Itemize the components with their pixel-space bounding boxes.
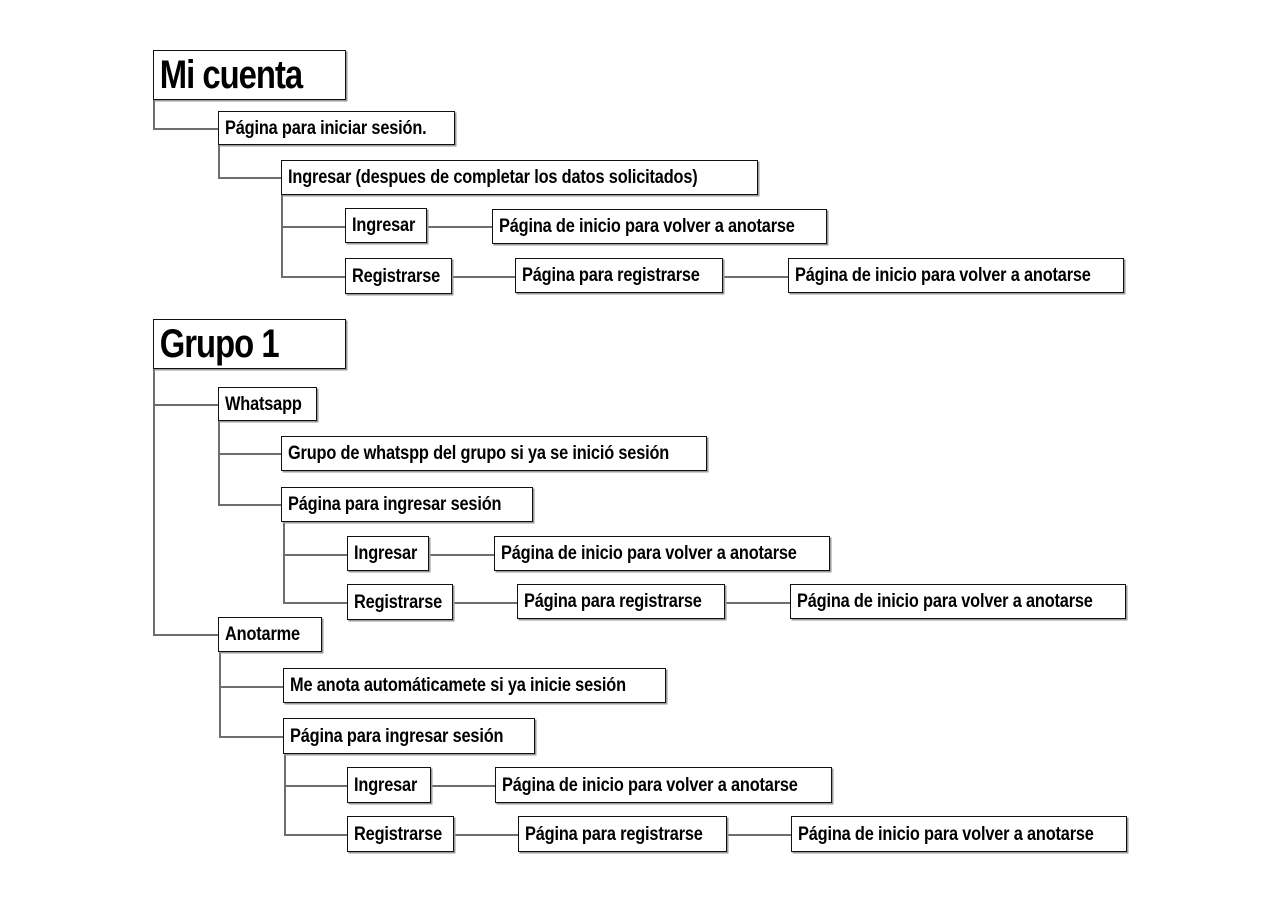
- connector-n1-to-n2: [153, 100, 155, 128]
- connector-n2-to-n3: [218, 177, 281, 179]
- connector-n20-to-n21: [284, 785, 347, 787]
- flow-node-box[interactable]: Página para registrarse: [517, 584, 725, 619]
- connector-n4-to-n5: [427, 226, 492, 228]
- flow-node-label: Página de inicio para volver a anotarse: [499, 216, 795, 237]
- flow-node-box[interactable]: Página de inicio para volver a anotarse: [791, 816, 1127, 852]
- connector-n3-to-n4: [281, 226, 345, 228]
- flow-node-label: Ingresar: [354, 543, 418, 564]
- connector-n18-to-n20: [219, 736, 283, 738]
- flow-node-box[interactable]: Ingresar: [347, 536, 429, 571]
- flow-node-label: Anotarme: [225, 624, 300, 645]
- connector-n1-to-n2: [153, 128, 218, 130]
- flow-node-label: Whatsapp: [225, 393, 302, 415]
- connector-n12-to-n15: [283, 522, 285, 602]
- flow-node-label: Página para ingresar sesión: [290, 725, 504, 747]
- connector-n10-to-n12: [218, 504, 281, 506]
- connector-n6-to-n7: [452, 276, 515, 278]
- connector-n23-to-n24: [454, 834, 518, 836]
- section-title-box[interactable]: Mi cuenta: [153, 50, 346, 100]
- connector-n7-to-n8: [723, 276, 788, 278]
- flow-node-label: Página de inicio para volver a anotarse: [501, 543, 797, 564]
- flow-node-label: Página para registrarse: [522, 265, 700, 286]
- flow-node-box[interactable]: Registrarse: [345, 258, 452, 294]
- flow-node-label: Registrarse: [352, 265, 441, 287]
- connector-n9-to-n18: [153, 634, 218, 636]
- connector-n15-to-n16: [453, 602, 517, 604]
- flow-node-label: Página de inicio para volver a anotarse: [798, 823, 1094, 845]
- connector-n16-to-n17: [725, 602, 790, 604]
- flow-node-box[interactable]: Página para ingresar sesión: [283, 718, 535, 754]
- section-title-label: Grupo 1: [159, 322, 280, 366]
- flow-node-box[interactable]: Página para ingresar sesión: [281, 487, 533, 522]
- connector-n24-to-n25: [727, 834, 791, 836]
- flow-node-label: Registrarse: [354, 823, 443, 845]
- connector-n20-to-n23: [284, 754, 286, 834]
- flow-node-box[interactable]: Me anota automáticamete si ya inicie ses…: [283, 668, 666, 703]
- flow-node-box[interactable]: Página de inicio para volver a anotarse: [495, 767, 832, 803]
- connector-n10-to-n12: [218, 421, 220, 504]
- flow-node-label: Grupo de whatspp del grupo si ya se inic…: [288, 443, 670, 464]
- connector-n21-to-n22: [431, 785, 495, 787]
- connector-n3-to-n6: [281, 276, 345, 278]
- flow-node-label: Página para iniciar sesión.: [225, 117, 427, 139]
- flow-node-label: Ingresar (despues de completar los datos…: [288, 167, 698, 188]
- connector-n9-to-n10: [153, 404, 218, 406]
- flow-node-box[interactable]: Ingresar: [347, 767, 431, 803]
- flow-node-label: Página para registrarse: [524, 591, 702, 612]
- connector-n13-to-n14: [429, 554, 494, 556]
- connector-n9-to-n18: [153, 369, 155, 635]
- flow-node-box[interactable]: Registrarse: [347, 584, 453, 620]
- flow-node-box[interactable]: Página de inicio para volver a anotarse: [788, 258, 1124, 293]
- flow-node-label: Ingresar: [354, 774, 418, 796]
- flow-node-box[interactable]: Grupo de whatspp del grupo si ya se inic…: [281, 436, 707, 471]
- flow-node-box[interactable]: Página para registrarse: [518, 816, 727, 852]
- connector-n3-to-n6: [281, 195, 283, 276]
- flow-node-box[interactable]: Ingresar: [345, 208, 427, 243]
- flow-node-box[interactable]: Anotarme: [218, 617, 322, 652]
- flow-node-label: Página para ingresar sesión: [288, 494, 502, 515]
- connector-n10-to-n11: [218, 453, 281, 455]
- section-title-label: Mi cuenta: [159, 53, 303, 97]
- connector-n20-to-n23: [284, 834, 347, 836]
- flow-node-box[interactable]: Whatsapp: [218, 387, 317, 421]
- connector-n2-to-n3: [218, 145, 220, 177]
- flow-node-label: Página de inicio para volver a anotarse: [797, 591, 1093, 612]
- flow-node-label: Me anota automáticamete si ya inicie ses…: [290, 675, 626, 696]
- flow-node-label: Página para registrarse: [525, 823, 703, 845]
- flow-node-label: Página de inicio para volver a anotarse: [502, 774, 798, 796]
- section-title-box[interactable]: Grupo 1: [153, 319, 346, 369]
- flow-node-box[interactable]: Página de inicio para volver a anotarse: [492, 209, 827, 244]
- flow-node-label: Registrarse: [354, 591, 443, 613]
- connector-n18-to-n19: [219, 686, 283, 688]
- connector-n12-to-n13: [283, 554, 347, 556]
- flow-node-box[interactable]: Página de inicio para volver a anotarse: [494, 536, 830, 571]
- connector-n12-to-n15: [283, 602, 347, 604]
- flow-node-label: Página de inicio para volver a anotarse: [795, 265, 1091, 286]
- connector-n18-to-n20: [219, 652, 221, 736]
- flow-node-box[interactable]: Registrarse: [347, 816, 454, 852]
- flow-node-box[interactable]: Página para iniciar sesión.: [218, 111, 455, 145]
- flow-node-box[interactable]: Ingresar (despues de completar los datos…: [281, 160, 758, 195]
- flow-node-box[interactable]: Página para registrarse: [515, 258, 723, 293]
- flow-node-label: Ingresar: [352, 215, 416, 236]
- flow-node-box[interactable]: Página de inicio para volver a anotarse: [790, 584, 1126, 619]
